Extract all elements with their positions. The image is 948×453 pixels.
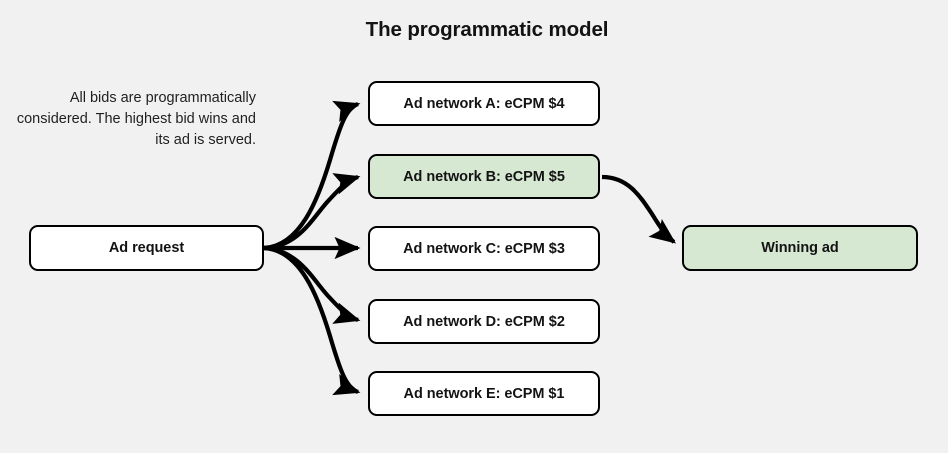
node-ad-network-d-label: Ad network D: eCPM $2 <box>403 313 565 330</box>
node-ad-network-b[interactable]: Ad network B: eCPM $5 <box>368 154 600 199</box>
node-ad-network-c[interactable]: Ad network C: eCPM $3 <box>368 226 600 271</box>
node-winning-ad-label: Winning ad <box>761 240 839 256</box>
arrow-request-to-network-b <box>263 173 361 251</box>
node-ad-network-a[interactable]: Ad network A: eCPM $4 <box>368 81 600 126</box>
node-ad-network-a-label: Ad network A: eCPM $4 <box>403 95 565 112</box>
node-winning-ad[interactable]: Winning ad <box>682 225 918 271</box>
node-ad-network-d[interactable]: Ad network D: eCPM $2 <box>368 299 600 344</box>
arrow-request-to-network-e <box>263 245 361 396</box>
node-ad-request-label: Ad request <box>108 240 185 256</box>
page-title: The programmatic model <box>365 18 609 41</box>
arrow-request-to-network-a <box>263 100 361 251</box>
arrow-request-to-network-d <box>263 245 361 324</box>
node-ad-network-e[interactable]: Ad network E: eCPM $1 <box>368 371 600 416</box>
node-ad-network-b-label: Ad network B: eCPM $5 <box>403 168 565 185</box>
node-ad-network-e-label: Ad network E: eCPM $1 <box>403 385 565 402</box>
node-ad-request[interactable]: Ad request <box>29 225 264 271</box>
description-text: All bids are programmatically considered… <box>16 90 256 148</box>
node-ad-network-c-label: Ad network C: eCPM $3 <box>403 240 565 257</box>
arrow-network-b-to-winning-ad <box>601 174 677 244</box>
